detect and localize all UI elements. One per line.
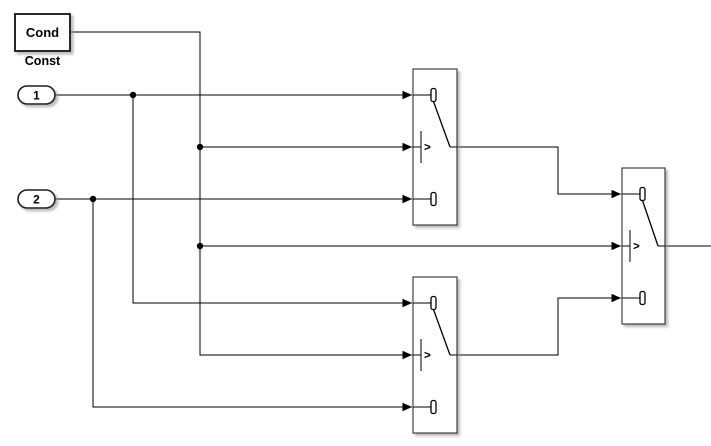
- wire-line[interactable]: [457, 297, 621, 356]
- switch-3-block[interactable]: >: [621, 167, 666, 325]
- wire-switch2-out-to-switch3-in3[interactable]: [457, 293, 621, 356]
- switch-selector-diagonal: [641, 200, 659, 247]
- inport-1-block[interactable]: 1: [17, 85, 56, 105]
- wire-arrowhead-icon: [611, 293, 621, 303]
- switch-top-contact-pill-icon: [430, 87, 437, 103]
- wire-line[interactable]: [132, 95, 412, 304]
- wire-junction-dot: [89, 195, 97, 203]
- wire-arrowhead-icon: [402, 142, 412, 152]
- wire-line[interactable]: [70, 31, 412, 356]
- switch-criteria-symbol: >: [424, 142, 431, 154]
- switch-top-contact-pill-icon: [639, 186, 646, 202]
- wire-arrowhead-icon: [402, 194, 412, 204]
- constant-block-body[interactable]: [14, 13, 71, 52]
- wire-junction-dot: [196, 242, 204, 250]
- wire-arrowhead-icon: [611, 241, 621, 251]
- wire-arrowhead-icon: [402, 350, 412, 360]
- inport-2-oval[interactable]: [17, 189, 56, 209]
- switch-bottom-contact-pill-icon: [639, 290, 646, 306]
- wire-junction-dot: [129, 91, 137, 99]
- wire-switch1-out-to-switch3-in1[interactable]: [457, 146, 621, 199]
- inport-2-number-label: 2: [33, 192, 40, 206]
- switch-selector-diagonal: [432, 309, 451, 356]
- wire-arrowhead-icon: [611, 189, 621, 199]
- constant-block-value: Cond: [26, 25, 59, 40]
- wire-in1-to-switch1-in1[interactable]: [55, 90, 412, 100]
- switch-2-block[interactable]: >: [412, 276, 458, 434]
- switch-criteria-symbol: >: [633, 241, 640, 253]
- switch-bottom-contact-pill-icon: [430, 399, 437, 415]
- wire-const-to-switch2-ctrl[interactable]: [70, 31, 412, 360]
- inport-1-oval[interactable]: [17, 85, 56, 105]
- inport-1-number-label: 1: [33, 88, 40, 102]
- wire-const-branch-switch3-ctrl[interactable]: [200, 241, 621, 251]
- wire-const-branch-switch1-ctrl[interactable]: [200, 142, 412, 152]
- wire-arrowhead-icon: [402, 298, 412, 308]
- switch-criteria-symbol: >: [424, 350, 431, 362]
- inport-2-block[interactable]: 2: [17, 189, 56, 209]
- wire-arrowhead-icon: [402, 90, 412, 100]
- switch-bottom-contact-pill-icon: [430, 191, 437, 207]
- wire-line[interactable]: [457, 146, 621, 195]
- constant-block-name-label[interactable]: Const: [25, 54, 61, 68]
- switch-top-contact-pill-icon: [430, 295, 437, 311]
- wire-junction-dot: [196, 143, 204, 151]
- wire-arrowhead-icon: [402, 402, 412, 412]
- wire-in2-to-switch1-in3[interactable]: [55, 194, 412, 204]
- switch-selector-diagonal: [432, 101, 451, 148]
- wire-in2-branch-switch2-in3[interactable]: [92, 199, 412, 412]
- switch-1-block[interactable]: >: [412, 68, 458, 226]
- wire-line[interactable]: [92, 199, 412, 408]
- wire-in1-branch-switch2-in1[interactable]: [132, 95, 412, 308]
